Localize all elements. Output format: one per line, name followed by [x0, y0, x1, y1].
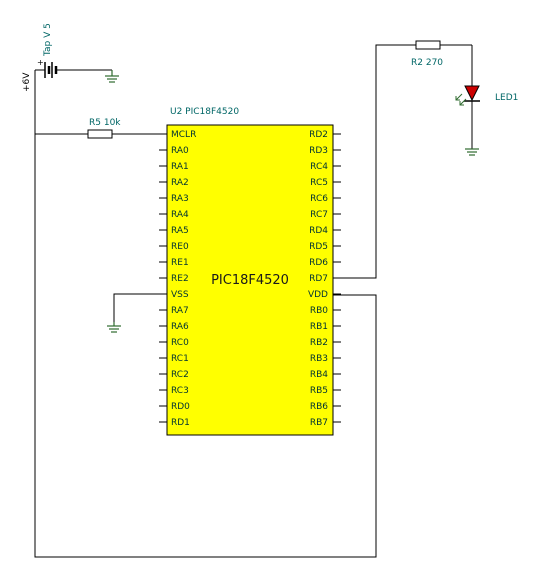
battery-label: Tap V 5 — [43, 23, 53, 57]
pin-label-rd0: RD0 — [171, 402, 190, 412]
pin-label-rb7: RB7 — [310, 418, 328, 428]
pin-label-ra0: RA0 — [171, 146, 189, 156]
chip-ref-label: U2 PIC18F4520 — [170, 107, 239, 117]
pin-label-ra2: RA2 — [171, 178, 189, 188]
pin-label-rd1: RD1 — [171, 418, 190, 428]
pin-label-rc1: RC1 — [171, 354, 189, 364]
pin-label-mclr: MCLR — [171, 130, 196, 140]
pin-label-ra6: RA6 — [171, 322, 189, 332]
pin-label-rb5: RB5 — [310, 386, 328, 396]
vss-wire — [113, 293, 167, 322]
pin-label-rd4: RD4 — [309, 226, 328, 236]
supply-voltage-label: +6V — [22, 72, 32, 92]
r5-label: R5 10k — [89, 118, 121, 128]
battery-plus-sign: + — [37, 58, 44, 67]
pin-label-rd3: RD3 — [309, 146, 328, 156]
supply-loop-wire — [34, 70, 377, 558]
pin-label-rc7: RC7 — [310, 210, 328, 220]
pin-label-rc6: RC6 — [310, 194, 328, 204]
pin-label-re2: RE2 — [171, 274, 189, 284]
pin-label-rd2: RD2 — [309, 130, 328, 140]
pin-label-rc2: RC2 — [171, 370, 189, 380]
r2-label: R2 270 — [411, 58, 443, 68]
ground-symbol-vss — [107, 322, 121, 333]
pin-label-rc4: RC4 — [310, 162, 328, 172]
pin-label-re0: RE0 — [171, 242, 189, 252]
pin-label-rb1: RB1 — [310, 322, 328, 332]
pin-label-rc0: RC0 — [171, 338, 189, 348]
resistor-r5 — [87, 129, 167, 139]
pin-label-rb0: RB0 — [310, 306, 328, 316]
chip-name: PIC18F4520 — [211, 273, 289, 288]
pin-label-ra5: RA5 — [171, 226, 189, 236]
pin-label-rd7: RD7 — [309, 274, 328, 284]
pin-label-re1: RE1 — [171, 258, 189, 268]
chip-body — [166, 124, 334, 436]
pin-label-rd5: RD5 — [309, 242, 328, 252]
pin-label-ra3: RA3 — [171, 194, 189, 204]
pin-label-rc5: RC5 — [310, 178, 328, 188]
ground-symbol-led — [465, 148, 479, 156]
rd7-wire — [333, 44, 416, 279]
battery-symbol: + — [35, 58, 112, 78]
pin-label-ra7: RA7 — [171, 306, 189, 316]
pin-label-vdd: VDD — [308, 290, 328, 300]
pin-label-rd6: RD6 — [309, 258, 328, 268]
pin-label-ra4: RA4 — [171, 210, 189, 220]
pin-label-rb2: RB2 — [310, 338, 328, 348]
led-symbol — [455, 85, 480, 149]
led-label: LED1 — [495, 93, 518, 103]
pin-label-rb4: RB4 — [310, 370, 328, 380]
pin-label-rb6: RB6 — [310, 402, 328, 412]
ground-symbol-battery — [105, 70, 119, 83]
pin-label-vss: VSS — [171, 290, 189, 300]
pin-label-ra1: RA1 — [171, 162, 189, 172]
resistor-r2 — [415, 40, 473, 86]
pin-label-rb3: RB3 — [310, 354, 328, 364]
pin-label-rc3: RC3 — [171, 386, 189, 396]
